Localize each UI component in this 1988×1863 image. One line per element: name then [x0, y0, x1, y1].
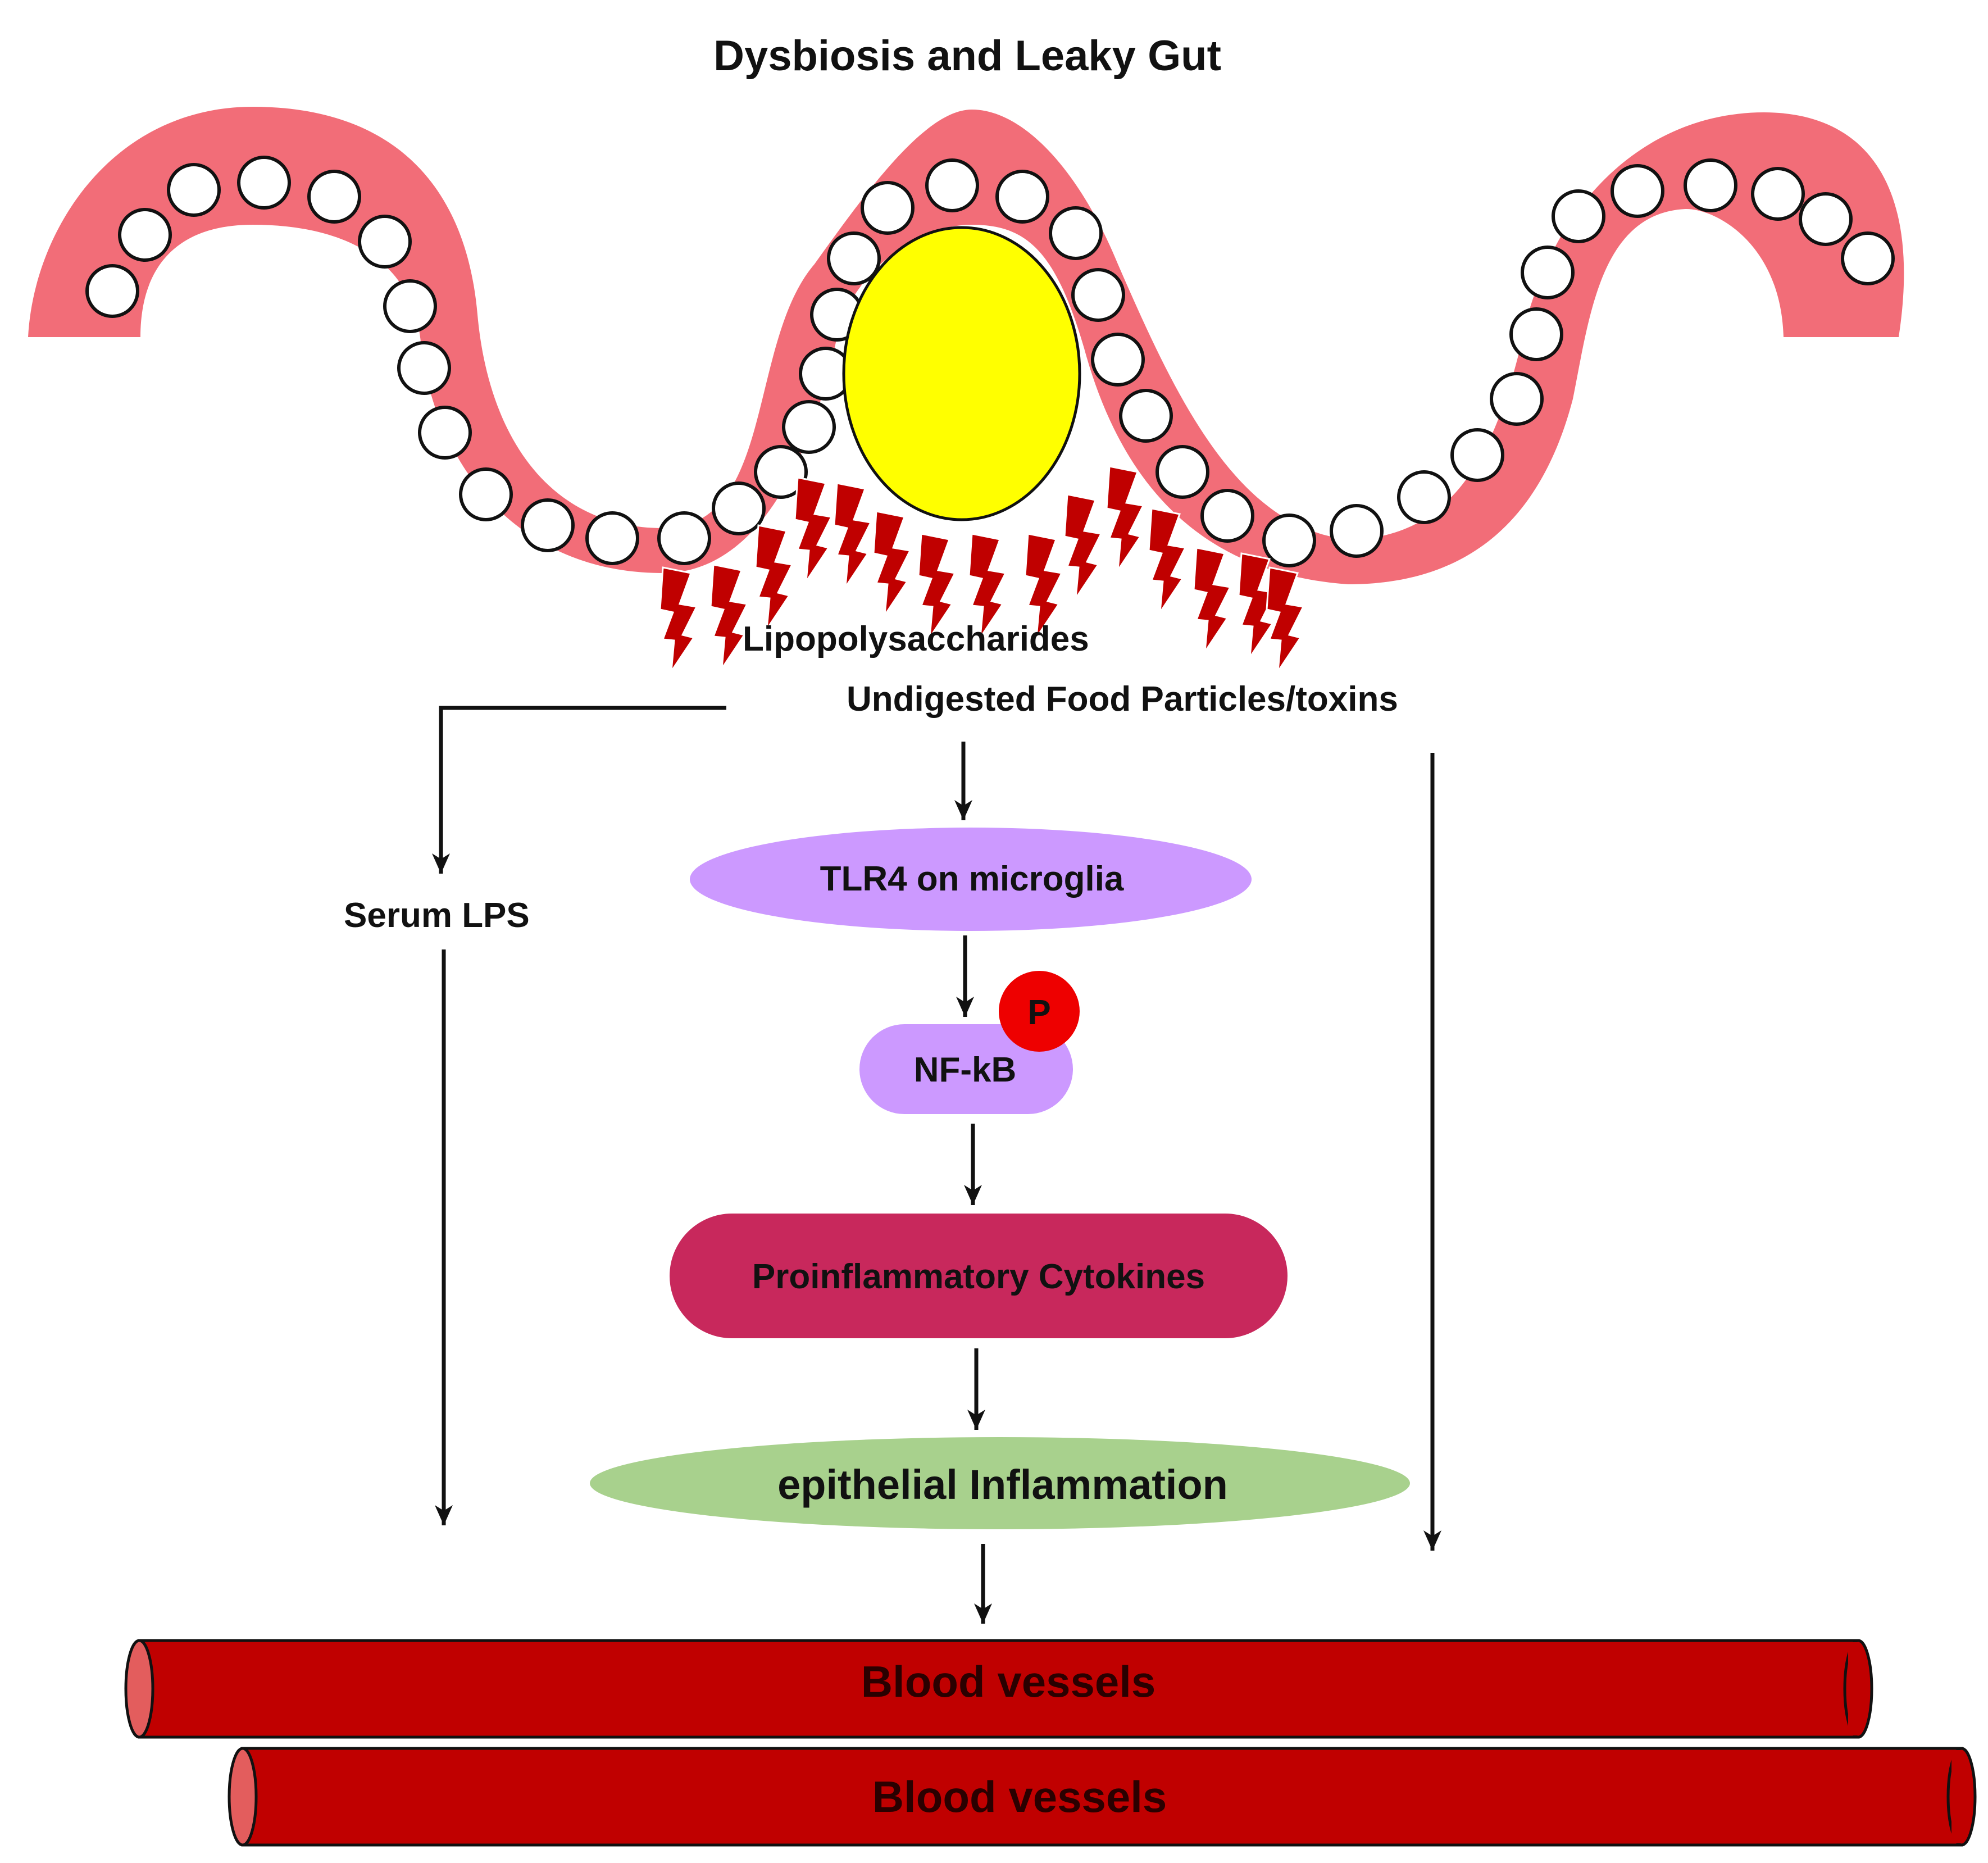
lps-bolt: [659, 566, 698, 672]
epithelial-cell: [237, 156, 291, 210]
lps-bolt: [872, 510, 912, 616]
epithelial-cell: [995, 170, 1049, 224]
epithelial-cell: [1156, 445, 1209, 499]
epithelial-cell: [167, 163, 221, 217]
epithelial-cell: [1509, 307, 1563, 361]
lps-bolt: [917, 533, 957, 638]
phospho-label: P: [1027, 993, 1050, 1032]
epithelial-cell: [1684, 158, 1737, 212]
blood-vessel-2: Blood vessels: [228, 1747, 1977, 1847]
lps-bolt: [1063, 493, 1103, 599]
serum-lps-arrow: [432, 706, 726, 874]
epithelial-cell: [1611, 164, 1664, 218]
gut-wall: [28, 107, 1904, 584]
epithelial-cell: [861, 181, 915, 235]
serum-lps-label: Serum LPS: [344, 896, 530, 935]
blood-vessel-1: Blood vessels: [124, 1639, 1873, 1739]
lps-bolt: [833, 482, 872, 588]
epithelial-cell: [418, 406, 472, 460]
inflammation-label: epithelial Inflammation: [777, 1461, 1228, 1508]
epithelial-cell: [397, 341, 451, 395]
epithelial-cell: [1751, 167, 1805, 221]
epithelial-cell: [118, 208, 172, 262]
tlr4-label: TLR4 on microglia: [820, 860, 1124, 898]
lps-bolt: [754, 524, 794, 630]
lps-bolt: [1024, 533, 1063, 638]
epithelial-cell: [1841, 231, 1895, 285]
epithelial-cell: [1450, 428, 1504, 482]
epithelial-cell: [925, 158, 979, 212]
epithelial-cell: [712, 481, 766, 535]
lps-bolt: [709, 564, 749, 669]
blood-vessel-1-label: Blood vessels: [861, 1657, 1156, 1706]
epithelial-cell: [459, 467, 513, 521]
epithelial-cell: [358, 215, 412, 269]
cytokines-node: [670, 1214, 1288, 1338]
epithelial-cell: [585, 511, 639, 565]
epithelial-cell: [1490, 372, 1544, 426]
tlr4-node: [690, 828, 1252, 931]
cytokines-label: Proinflammatory Cytokines: [752, 1257, 1205, 1296]
lps-bolt: [968, 533, 1007, 638]
epithelial-cell: [1200, 489, 1254, 543]
epithelial-cell: [521, 498, 575, 552]
nfkb-label: NF-kB: [914, 1051, 1017, 1089]
phospho-badge: [999, 971, 1080, 1052]
epithelial-cell: [1397, 470, 1451, 524]
undigested-food-label: Undigested Food Particles/toxins: [847, 680, 1398, 719]
lps-bolt: [1266, 566, 1305, 672]
nfkb-node: [859, 1024, 1073, 1114]
diagram-title: Dysbiosis and Leaky Gut: [713, 32, 1221, 80]
epithelial-cell: [1521, 246, 1575, 299]
lps-bolt: [1238, 552, 1277, 658]
epithelial-cell: [1799, 192, 1853, 246]
lps-bolt: [794, 476, 833, 582]
epithelial-cell: [1049, 206, 1103, 260]
undigested-particle: [842, 226, 1081, 521]
lps-bolt: [1148, 507, 1187, 613]
epithelial-cell: [754, 445, 808, 499]
epithelial-cell: [1262, 514, 1316, 567]
epithelial-cell: [85, 264, 139, 318]
epithelial-cell: [1071, 268, 1125, 322]
blood-vessel-2-label: Blood vessels: [872, 1772, 1167, 1821]
inflammation-node: [590, 1437, 1410, 1529]
epithelial-cell: [1330, 504, 1384, 558]
epithelial-cell: [1119, 389, 1173, 443]
epithelial-cell: [307, 170, 361, 224]
epithelial-cell: [1091, 333, 1145, 387]
lps-bolt: [1106, 465, 1145, 571]
lps-bolt: [1193, 547, 1232, 652]
epithelial-cell: [782, 400, 836, 454]
epithelial-cell: [1552, 189, 1605, 243]
lipopolysaccharides-label: Lipopolysaccharides: [743, 620, 1089, 658]
epithelial-cells: [85, 156, 1895, 567]
epithelial-cell: [383, 279, 437, 333]
lps-lightning-bolts: [659, 465, 1305, 672]
epithelial-cell: [657, 511, 711, 565]
epithelial-cell: [827, 231, 881, 285]
